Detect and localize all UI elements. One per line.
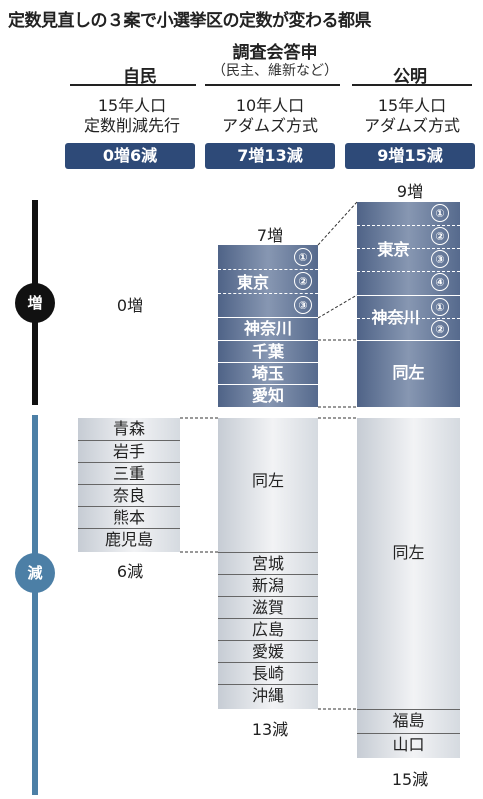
council-kanagawa-label: 神奈川 — [218, 317, 318, 340]
council-decrease-total: 13減 — [251, 720, 289, 739]
divider — [218, 269, 318, 270]
komeito-kanagawa-label: 神奈川 — [371, 308, 420, 327]
ldp-header: 自民 — [123, 67, 157, 87]
ldp-desc: 15年人口定数削減先行 — [83, 96, 180, 135]
komeito-decrease-bar: 同左 福島 山口 — [357, 418, 460, 758]
district-number: ③ — [431, 250, 449, 268]
decrease-disc: 減 — [15, 553, 55, 593]
council-header-line — [205, 84, 340, 86]
council-dec-item: 滋賀 — [218, 596, 318, 619]
komeito-header-line — [352, 84, 472, 86]
district-number: ② — [294, 272, 312, 290]
district-number: ① — [431, 298, 449, 316]
ldp-increase-total: 0増 — [116, 296, 144, 315]
district-number: ② — [431, 320, 449, 338]
ldp-dec-item: 岩手 — [78, 440, 180, 463]
komeito-header: 公明 — [393, 67, 427, 87]
komeito-badge: 9増15減 — [345, 143, 475, 169]
council-subheader: （民主、維新など） — [212, 63, 338, 79]
komeito-increase-bar: ① ② 東京 ③ ④ ① 神奈川 ② 同左 — [357, 202, 460, 407]
council-dec-item: 宮城 — [218, 552, 318, 575]
komeito-dec-item: 福島 — [357, 709, 460, 732]
ldp-badge: 0増6減 — [65, 143, 195, 169]
ldp-dec-item: 三重 — [78, 462, 180, 485]
divider — [357, 340, 460, 341]
council-same-as-left: 同左 — [251, 471, 284, 490]
district-number: ② — [431, 227, 449, 245]
ldp-decrease-bar: 青森 岩手 三重 奈良 熊本 鹿児島 — [78, 418, 180, 552]
komeito-dec-item: 山口 — [357, 733, 460, 756]
decrease-axis — [32, 415, 38, 795]
district-number: ④ — [431, 273, 449, 291]
council-inc-item: 千葉 — [218, 340, 318, 363]
page-title: 定数見直しの３案で小選挙区の定数が変わる都県 — [8, 11, 372, 31]
council-badge: 7増13減 — [205, 143, 335, 169]
council-header: 調査会答申 — [232, 43, 318, 63]
council-increase-total: 7増 — [256, 226, 284, 245]
council-desc: 10年人口アダムズ方式 — [221, 96, 318, 135]
district-number: ① — [294, 248, 312, 266]
komeito-decrease-total: 15減 — [391, 770, 429, 789]
ldp-dec-item: 鹿児島 — [78, 528, 180, 551]
council-inc-item: 愛知 — [218, 384, 318, 407]
council-tokyo-label: 東京 — [236, 273, 269, 292]
divider — [357, 295, 460, 296]
ldp-decrease-total: 6減 — [116, 562, 144, 581]
divider — [218, 293, 318, 294]
komeito-dec-same-as-left: 同左 — [392, 543, 425, 562]
council-dec-item: 沖縄 — [218, 684, 318, 707]
district-number: ③ — [294, 296, 312, 314]
komeito-tokyo-label: 東京 — [377, 240, 410, 259]
district-number: ① — [431, 204, 449, 222]
ldp-dec-item: 青森 — [112, 419, 145, 438]
komeito-increase-total: 9増 — [396, 182, 424, 201]
increase-disc: 増 — [15, 283, 55, 323]
council-dec-item: 愛媛 — [218, 640, 318, 663]
divider — [357, 318, 460, 319]
ldp-dec-item: 奈良 — [78, 484, 180, 507]
council-inc-item: 埼玉 — [218, 362, 318, 385]
council-dec-item: 長崎 — [218, 662, 318, 685]
komeito-desc: 15年人口アダムズ方式 — [363, 96, 460, 135]
council-dec-item: 広島 — [218, 618, 318, 641]
divider — [357, 248, 460, 249]
council-increase-bar: ① 東京 ② ③ 神奈川 千葉 埼玉 愛知 — [218, 245, 318, 407]
ldp-dec-item: 熊本 — [78, 506, 180, 529]
council-dec-item: 新潟 — [218, 574, 318, 597]
divider — [357, 225, 460, 226]
divider — [357, 271, 460, 272]
council-decrease-bar: 同左 宮城 新潟 滋賀 広島 愛媛 長崎 沖縄 — [218, 418, 318, 709]
komeito-inc-same-as-left: 同左 — [392, 363, 425, 382]
ldp-header-line — [70, 84, 196, 86]
